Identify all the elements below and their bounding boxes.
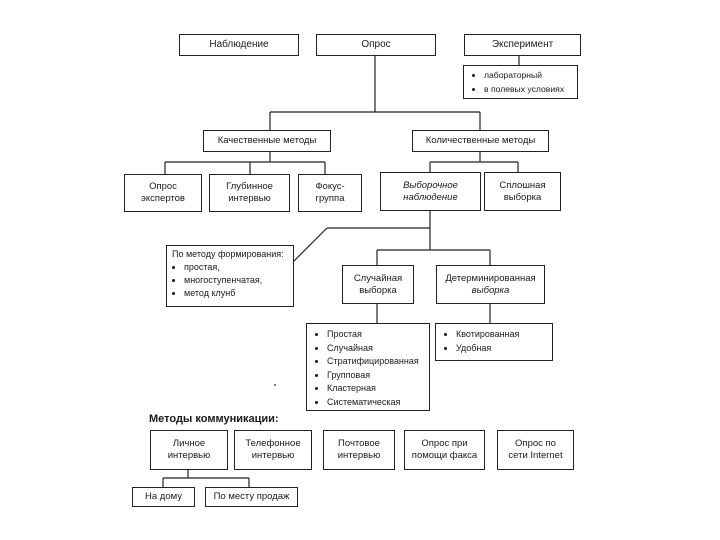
determined-sample-line1: Детерминированная bbox=[445, 272, 536, 284]
sample-observation-line1: Выборочное bbox=[403, 179, 458, 191]
experiment-types-list: лабораторный в полевых условиях bbox=[463, 65, 578, 99]
phone-interview-line1: Телефонное bbox=[245, 438, 301, 449]
qualitative-methods-box: Качественные методы bbox=[203, 130, 331, 152]
expert-survey-line1: Опрос bbox=[149, 181, 177, 192]
list-item: многоступенчатая, bbox=[184, 274, 288, 287]
determined-sample-box: Детерминированная выборка bbox=[436, 265, 545, 304]
quantitative-methods-label: Количественные методы bbox=[425, 135, 536, 146]
list-item: Кластерная bbox=[327, 382, 423, 396]
personal-interview-line1: Личное bbox=[172, 438, 206, 449]
list-item: Групповая bbox=[327, 369, 423, 383]
list-item: лабораторный bbox=[484, 68, 571, 82]
list-item: Случайная bbox=[327, 342, 423, 356]
fax-survey-line2: помощи факса bbox=[411, 450, 478, 461]
personal-interview-line2: интервью bbox=[167, 450, 211, 461]
list-item: простая, bbox=[184, 261, 288, 274]
full-sample-line1: Сплошная bbox=[499, 179, 546, 191]
list-item: в полевых условиях bbox=[484, 82, 571, 96]
mail-interview-line2: интервью bbox=[337, 450, 381, 461]
full-sample-line2: выборка bbox=[503, 191, 542, 203]
formation-heading: По методу формирования: bbox=[172, 249, 284, 259]
experiment-label: Эксперимент bbox=[491, 39, 554, 50]
quantitative-methods-box: Количественные методы bbox=[412, 130, 549, 152]
random-sample-list: Простая Случайная Стратифицированная Гру… bbox=[306, 323, 430, 411]
mail-interview-box: Почтовое интервью bbox=[323, 430, 395, 470]
list-item: Простая bbox=[327, 328, 423, 342]
mail-interview-line1: Почтовое bbox=[338, 438, 380, 449]
survey-box: Опрос bbox=[316, 34, 436, 56]
observation-box: Наблюдение bbox=[179, 34, 299, 56]
observation-label: Наблюдение bbox=[209, 39, 269, 50]
sample-observation-box: Выборочное наблюдение bbox=[380, 172, 481, 211]
list-item: Квотированная bbox=[456, 328, 546, 342]
expert-survey-line2: экспертов bbox=[141, 193, 185, 204]
phone-interview-line2: интервью bbox=[251, 450, 295, 461]
random-sample-line1: Случайная bbox=[353, 272, 403, 284]
internet-survey-box: Опрос по сети Internet bbox=[497, 430, 574, 470]
at-home-label: На дому bbox=[145, 491, 182, 502]
random-sample-box: Случайная выборка bbox=[342, 265, 414, 304]
communication-heading: Методы коммуникации: bbox=[149, 413, 279, 425]
internet-survey-line1: Опрос по bbox=[515, 438, 556, 449]
speck-mark bbox=[274, 384, 276, 386]
experiment-box: Эксперимент bbox=[464, 34, 581, 56]
deep-interview-line2: интервью bbox=[228, 193, 271, 204]
qualitative-methods-label: Качественные методы bbox=[217, 135, 317, 146]
point-of-sale-label: По месту продаж bbox=[213, 491, 290, 502]
formation-list: простая, многоступенчатая, метод клунб bbox=[172, 261, 288, 300]
determined-sample-line2: выборка bbox=[471, 284, 510, 296]
deep-interview-box: Глубинное интервью bbox=[209, 174, 290, 212]
random-sample-line2: выборка bbox=[359, 284, 397, 296]
survey-label: Опрос bbox=[361, 39, 391, 50]
point-of-sale-box: По месту продаж bbox=[205, 487, 298, 507]
determined-sample-list: Квотированная Удобная bbox=[435, 323, 553, 361]
sample-observation-line2: наблюдение bbox=[403, 191, 458, 203]
focus-group-box: Фокус- группа bbox=[298, 174, 362, 212]
list-item: Стратифицированная bbox=[327, 355, 423, 369]
at-home-box: На дому bbox=[132, 487, 195, 507]
expert-survey-box: Опрос экспертов bbox=[124, 174, 202, 212]
fax-survey-line1: Опрос при bbox=[421, 438, 468, 449]
formation-method-box: По методу формирования: простая, многост… bbox=[166, 245, 294, 307]
phone-interview-box: Телефонное интервью bbox=[234, 430, 312, 470]
focus-group-line2: группа bbox=[315, 193, 345, 204]
internet-survey-line2: сети Internet bbox=[508, 450, 563, 461]
full-sample-box: Сплошная выборка bbox=[484, 172, 561, 211]
list-item: Систематическая bbox=[327, 396, 423, 410]
list-item: метод клунб bbox=[184, 287, 288, 300]
fax-survey-box: Опрос при помощи факса bbox=[404, 430, 485, 470]
focus-group-line1: Фокус- bbox=[315, 181, 345, 192]
personal-interview-box: Личное интервью bbox=[150, 430, 228, 470]
deep-interview-line1: Глубинное bbox=[226, 181, 273, 192]
list-item: Удобная bbox=[456, 342, 546, 356]
